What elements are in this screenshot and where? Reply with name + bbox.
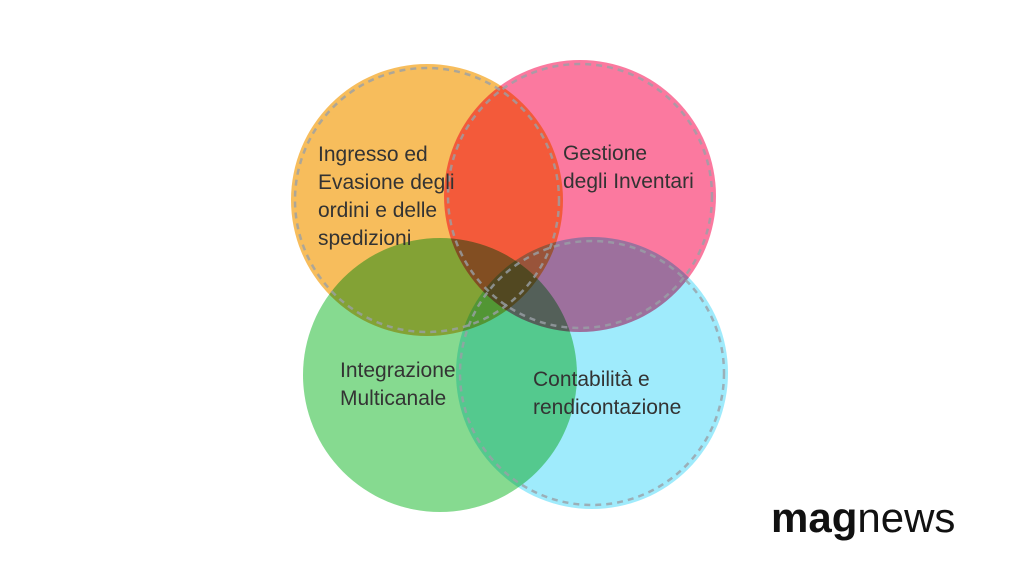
label-orders-line-2: Evasione degli <box>318 171 455 194</box>
outline-orders <box>293 66 561 334</box>
circle-outlines <box>293 62 726 507</box>
outline-accounting <box>458 239 726 507</box>
label-accounting-line-1: Contabilità e <box>533 368 650 391</box>
outline-inventory <box>446 62 714 330</box>
label-orders-line-3: ordini e delle <box>318 199 437 222</box>
brand-logo: magnews <box>771 494 955 541</box>
label-multichannel-line-2: Multicanale <box>340 387 446 410</box>
circle-orders <box>291 64 563 336</box>
label-orders-line-1: Ingresso ed <box>318 143 428 166</box>
label-accounting-line-2: rendicontazione <box>533 396 681 419</box>
brand-logo-part1: mag <box>771 494 857 541</box>
label-multichannel-line-1: Integrazione <box>340 359 456 382</box>
circle-fills <box>291 60 728 512</box>
label-accounting: Contabilità e rendicontazione <box>533 368 681 419</box>
label-inventory: Gestione degli Inventari <box>563 142 694 193</box>
label-inventory-line-2: degli Inventari <box>563 170 694 193</box>
label-orders: Ingresso ed Evasione degli ordini e dell… <box>318 143 455 250</box>
brand-logo-part2: news <box>857 494 955 541</box>
label-inventory-line-1: Gestione <box>563 142 647 165</box>
label-orders-line-4: spedizioni <box>318 227 411 250</box>
label-multichannel: Integrazione Multicanale <box>340 359 456 410</box>
